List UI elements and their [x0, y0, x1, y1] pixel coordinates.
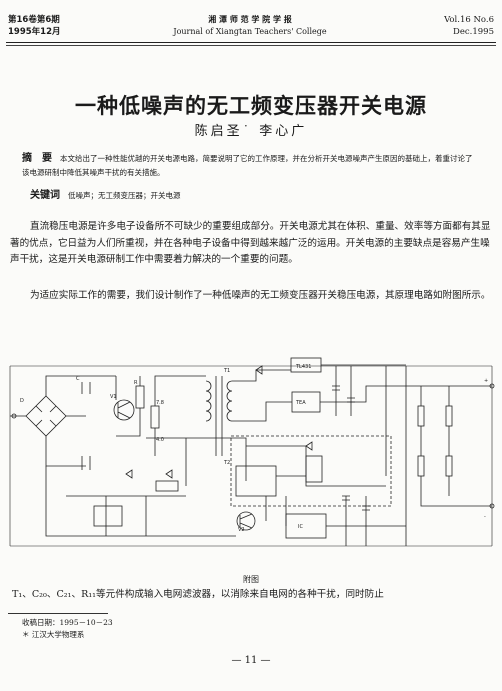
- abstract: 摘 要本文给出了一种性能优越的开关电源电路，简要说明了它的工作原理，并在分析开关…: [22, 152, 477, 180]
- paper-title: 一种低噪声的无工频变压器开关电源: [75, 94, 427, 118]
- label-tl431: TL431: [295, 364, 311, 370]
- issue-date-en: Dec.1995: [453, 27, 494, 37]
- label-t2: T2: [223, 460, 230, 466]
- keywords-text: 低噪声；无工频变压器；开关电源: [68, 191, 181, 200]
- label-c: C: [76, 376, 80, 382]
- body-paragraph-2: 为适应实际工作的需要，我们设计制作了一种低噪声的无工频变压器开关稳压电源，其原理…: [30, 290, 491, 301]
- journal-name-cn: 湘 潭 师 范 学 院 学 报: [208, 15, 292, 24]
- footnote-received: 收稿日期：1995－10－23: [22, 618, 113, 627]
- label-v1: V1: [110, 394, 117, 400]
- page-number: — 11 —: [231, 655, 271, 666]
- issue-info-en: Vol.16 No.6 Dec.1995: [444, 14, 494, 38]
- label-tea: TEA: [295, 400, 306, 406]
- keywords: 关键词低噪声；无工频变压器；开关电源: [30, 186, 480, 201]
- issue-volume-en: Vol.16 No.6: [444, 15, 494, 25]
- issue-info-cn: 第16卷第6期 1995年12月: [8, 14, 61, 38]
- label-t1: T1: [223, 368, 230, 374]
- circuit-diagram: TL431 TEA V1 V2 7.8 4.0 R C D T1 T2 IC +…: [9, 357, 495, 547]
- keywords-label: 关键词: [30, 190, 60, 201]
- header-rule: [6, 42, 496, 43]
- footnote-rule: [8, 613, 108, 614]
- body-paragraph-1: 直流稳压电源是许多电子设备所不可缺少的重要组成部分。开关电源尤其在体积、重量、效…: [10, 221, 491, 265]
- header-rule-thin: [6, 45, 496, 46]
- footnote-affiliation: ＊ 江汉大学物理系: [22, 630, 85, 639]
- issue-date-cn: 1995年12月: [8, 27, 61, 37]
- journal-name: 湘 潭 师 范 学 院 学 报 Journal of Xiangtan Teac…: [140, 14, 360, 38]
- issue-volume-cn: 第16卷第6期: [8, 15, 60, 25]
- abstract-text: 本文给出了一种性能优越的开关电源电路，简要说明了它的工作原理，并在分析开关电源噪…: [22, 154, 473, 177]
- label-7-8: 7.8: [156, 400, 164, 406]
- abstract-label: 摘 要: [22, 153, 52, 164]
- label-4-0: 4.0: [156, 437, 164, 443]
- label-v2: V2: [238, 527, 245, 533]
- body-paragraph-3: T₁、C₂₀、C₂₁、R₁₁等元件构成输入电网滤波器，以消除来自电网的各种干扰，…: [12, 589, 384, 600]
- figure-caption: 附图: [243, 575, 259, 584]
- label-plus: +: [484, 378, 488, 384]
- paper-authors: 陈启圣˙ 李心广: [194, 124, 308, 139]
- label-d: D: [20, 398, 24, 404]
- journal-name-en: Journal of Xiangtan Teachers' College: [173, 27, 327, 36]
- label-r: R: [134, 380, 138, 386]
- label-ic: IC: [298, 524, 303, 530]
- label-minus: -: [484, 514, 486, 520]
